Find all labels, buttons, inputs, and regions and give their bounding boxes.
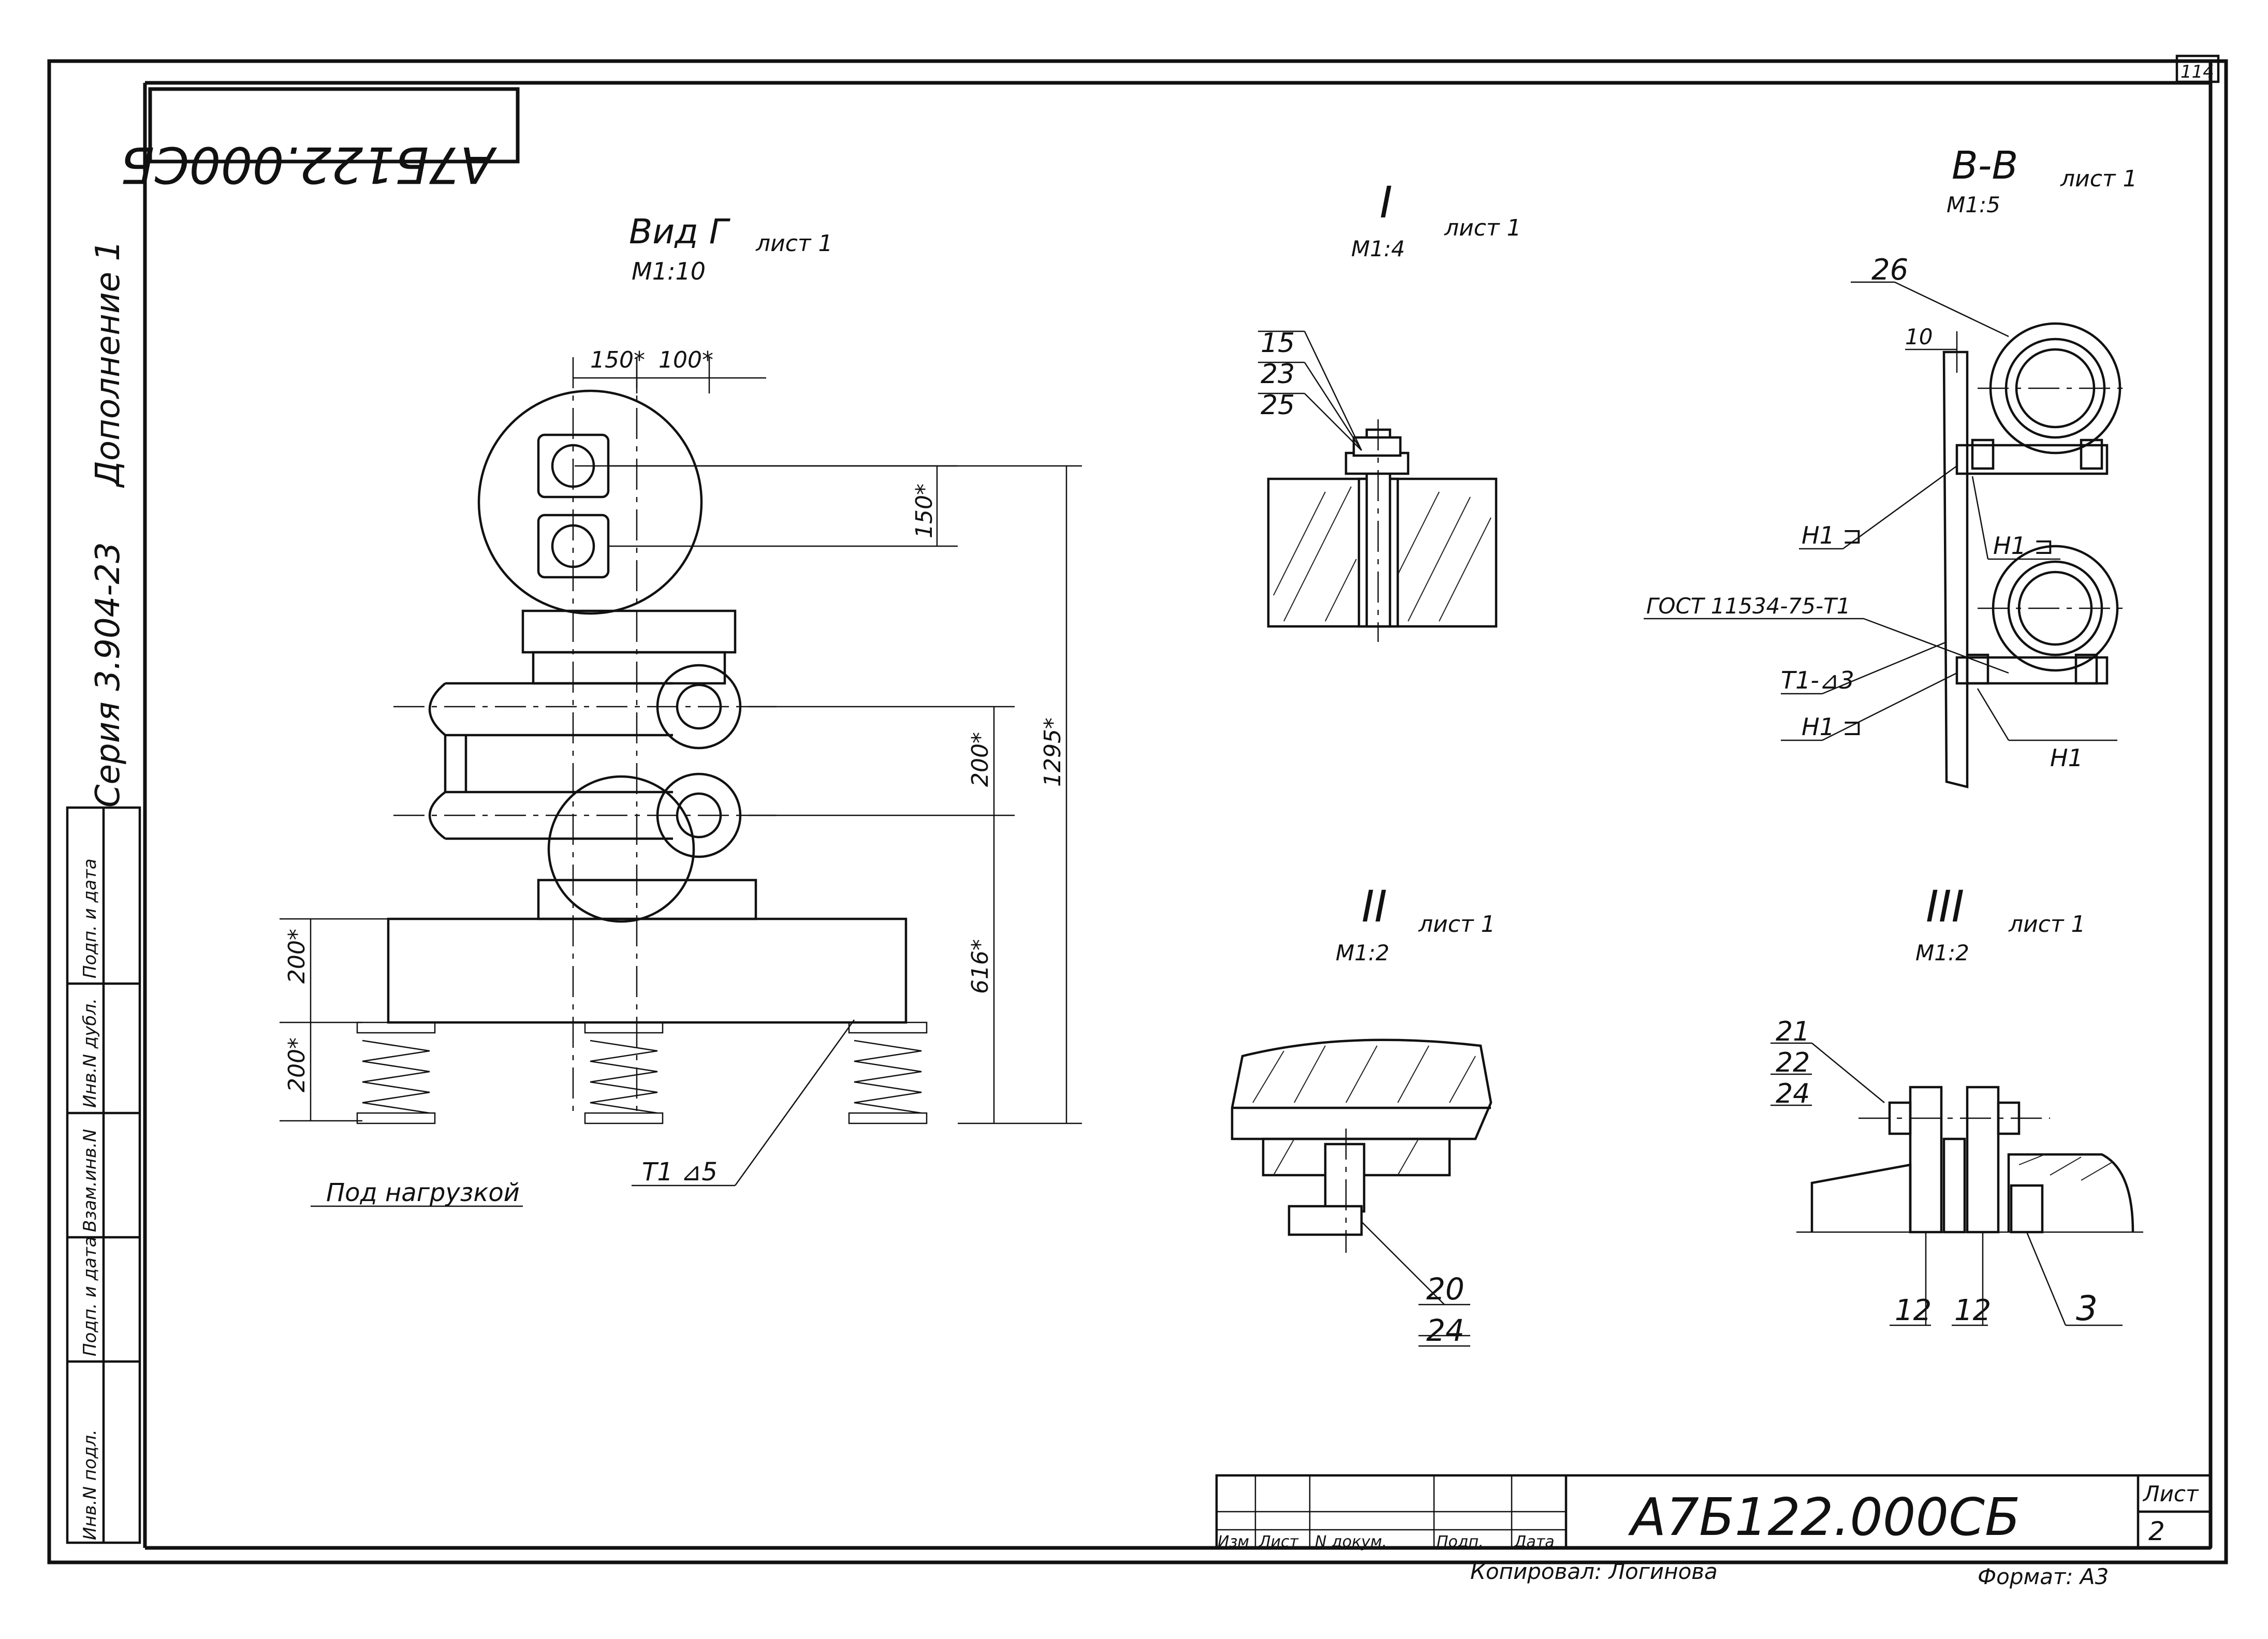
series-label: Серия 3.904-23 bbox=[89, 542, 127, 808]
tb-header-date: Дата bbox=[1513, 1533, 1555, 1551]
tb-header-list: Лист bbox=[1259, 1533, 1299, 1551]
section-bb-weld-1: Н1 ⊐ bbox=[1802, 521, 1862, 549]
node-2-sheet-ref: лист 1 bbox=[1418, 911, 1496, 938]
tb-sheet-number: 2 bbox=[2148, 1516, 2165, 1546]
node-1-drawing bbox=[1258, 330, 1498, 642]
node-1-title: I bbox=[1380, 177, 1393, 228]
node-3-callout-3: 3 bbox=[2076, 1289, 2098, 1328]
under-load-label: Под нагрузкой bbox=[326, 1178, 520, 1207]
node-2-scale: М1:2 bbox=[1336, 940, 1389, 965]
rotated-drawing-code: А7Б122.000СБ bbox=[121, 136, 498, 194]
dim-150-top: 150* bbox=[590, 347, 645, 373]
node-3-callout-22: 22 bbox=[1776, 1047, 1810, 1078]
section-bb-weld-4: Н1 bbox=[2050, 744, 2083, 772]
dim-100-top: 100* bbox=[659, 347, 713, 373]
strip-cell-5: Подп. и дата bbox=[80, 858, 100, 978]
weld-note-t1: Т1 ⊿5 bbox=[642, 1158, 718, 1187]
node-2-callout-20: 20 bbox=[1426, 1271, 1465, 1307]
strip-cell-4: Инв.N дубл. bbox=[80, 998, 100, 1108]
rotated-code-box: А7Б122.000СБ bbox=[121, 87, 520, 194]
section-bb-scale: М1:5 bbox=[1947, 192, 2000, 217]
view-g-title: Вид Г bbox=[629, 212, 731, 252]
addendum-label: Дополнение 1 bbox=[89, 240, 127, 488]
title-block bbox=[1215, 1474, 2212, 1549]
strip-cell-1: Инв.N подл. bbox=[80, 1429, 100, 1540]
dim-200-side: 200* bbox=[967, 732, 993, 787]
tb-header-izm: Изм bbox=[1218, 1533, 1249, 1551]
view-g-heading: Вид Г лист 1 М1:10 bbox=[629, 212, 833, 285]
node-3-callout-12b: 12 bbox=[1954, 1294, 1991, 1327]
tb-designation: А7Б122.000СБ bbox=[1628, 1487, 2021, 1547]
node-3-title: III bbox=[1926, 881, 1964, 932]
tb-header-doc: N докум. bbox=[1315, 1533, 1387, 1551]
approval-strip bbox=[66, 806, 141, 1544]
section-bb-dim-10: 10 bbox=[1905, 324, 1933, 349]
dim-1295: 1295* bbox=[1040, 718, 1066, 787]
node-3-callout-24: 24 bbox=[1776, 1078, 1810, 1109]
view-g-drawing bbox=[280, 357, 1082, 1207]
section-bb-gost: ГОСТ 11534-75-Т1 bbox=[1646, 593, 1851, 619]
tb-header-sign: Подп. bbox=[1437, 1533, 1484, 1551]
node-3-sheet-ref: лист 1 bbox=[2008, 911, 2086, 938]
dim-200-left-a: 200* bbox=[284, 929, 310, 984]
page-number: 114 bbox=[2181, 62, 2214, 82]
node-2-title: II bbox=[1362, 881, 1387, 932]
node-1-callout-23: 23 bbox=[1261, 359, 1295, 390]
view-g-sheet-ref: лист 1 bbox=[755, 230, 833, 257]
node-3-callout-21: 21 bbox=[1776, 1016, 1810, 1047]
node-3-drawing bbox=[1770, 1042, 2143, 1326]
copied-by: Копировал: Логинова bbox=[1470, 1559, 1718, 1584]
node-1-callout-25: 25 bbox=[1261, 390, 1295, 421]
section-bb-weld-3: Н1 ⊐ bbox=[1802, 713, 1862, 741]
node-1-callout-15: 15 bbox=[1261, 328, 1295, 359]
format-label: Формат: А3 bbox=[1978, 1564, 2109, 1589]
section-bb-title: В-В bbox=[1952, 143, 2018, 188]
section-bb-drawing bbox=[1644, 281, 2128, 788]
section-bb-t1: Т1-⊿3 bbox=[1781, 666, 1854, 694]
section-bb-weld-2: Н1 ⊐ bbox=[1993, 532, 2054, 560]
node-3-callout-12a: 12 bbox=[1895, 1294, 1932, 1327]
view-g-scale: М1:10 bbox=[632, 257, 706, 285]
node-3-scale: М1:2 bbox=[1915, 940, 1969, 965]
section-bb-callout-26: 26 bbox=[1871, 253, 1908, 287]
section-bb-sheet-ref: лист 1 bbox=[2060, 166, 2138, 192]
strip-cell-2: Подп. и дата bbox=[80, 1236, 100, 1356]
node-1-scale: М1:4 bbox=[1351, 236, 1405, 261]
node-2-drawing bbox=[1231, 1038, 1493, 1347]
dim-616: 616* bbox=[967, 939, 993, 994]
node-1-sheet-ref: лист 1 bbox=[1444, 215, 1521, 241]
strip-cell-3: Взам.инв.N bbox=[80, 1129, 100, 1232]
tb-sheet-label: Лист bbox=[2142, 1481, 2199, 1506]
dim-150-side: 150* bbox=[911, 484, 938, 538]
node-2-callout-24: 24 bbox=[1426, 1313, 1465, 1348]
dim-200-left-b: 200* bbox=[284, 1037, 310, 1092]
